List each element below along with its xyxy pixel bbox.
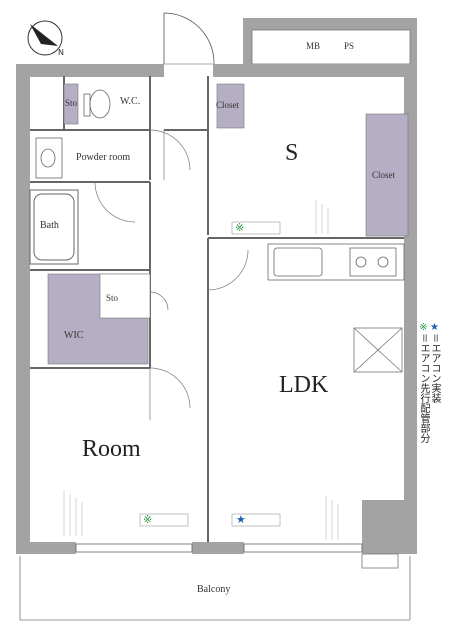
wc-label: W.C.: [120, 96, 141, 107]
entrance-door: [163, 12, 215, 65]
north-compass-icon: N: [27, 20, 64, 57]
ac-markers: [139, 221, 281, 527]
mb-label: MB: [306, 41, 321, 51]
storage-mid-label: Sto: [106, 293, 119, 303]
refrigerator-space: [353, 327, 403, 373]
ac-pipe-mark-s: ※: [235, 221, 245, 234]
vanity-sink: [35, 137, 63, 179]
balcony-outline: [19, 553, 411, 621]
bathtub: [29, 189, 79, 265]
ps-label: PS: [344, 41, 355, 51]
storage-fills: [47, 83, 409, 365]
kitchen-counter: [267, 243, 405, 281]
hatching: [63, 200, 339, 540]
windows: [75, 543, 363, 553]
legend-kome-text: ＝エアコン先行配管部分: [418, 333, 429, 443]
s-room-label: S: [285, 140, 299, 166]
ac-pipe-mark-room: ※: [143, 513, 153, 526]
storage-wc-label: Sto: [65, 98, 78, 108]
balcony-label: Balcony: [197, 584, 231, 595]
powder-room-label: Powder room: [76, 152, 131, 163]
closet-right-label: Closet: [372, 170, 396, 180]
legend: ★＝エアコン実装 ※＝エアコン先行配管部分: [418, 322, 440, 443]
legend-star-text: ＝エアコン実装: [429, 333, 440, 403]
legend-star-icon: ★: [429, 322, 440, 333]
ldk-label: LDK: [279, 372, 329, 398]
svg-text:N: N: [58, 48, 64, 57]
bath-label: Bath: [40, 220, 59, 231]
closet-top-label: Closet: [216, 100, 240, 110]
toilet-fixture: [83, 89, 111, 119]
door-swings: [94, 129, 249, 420]
wic-label: WIC: [64, 330, 84, 341]
legend-kome-icon: ※: [418, 322, 429, 333]
room-label: Room: [82, 436, 141, 462]
ac-installed-mark-ldk: ★: [236, 513, 246, 526]
